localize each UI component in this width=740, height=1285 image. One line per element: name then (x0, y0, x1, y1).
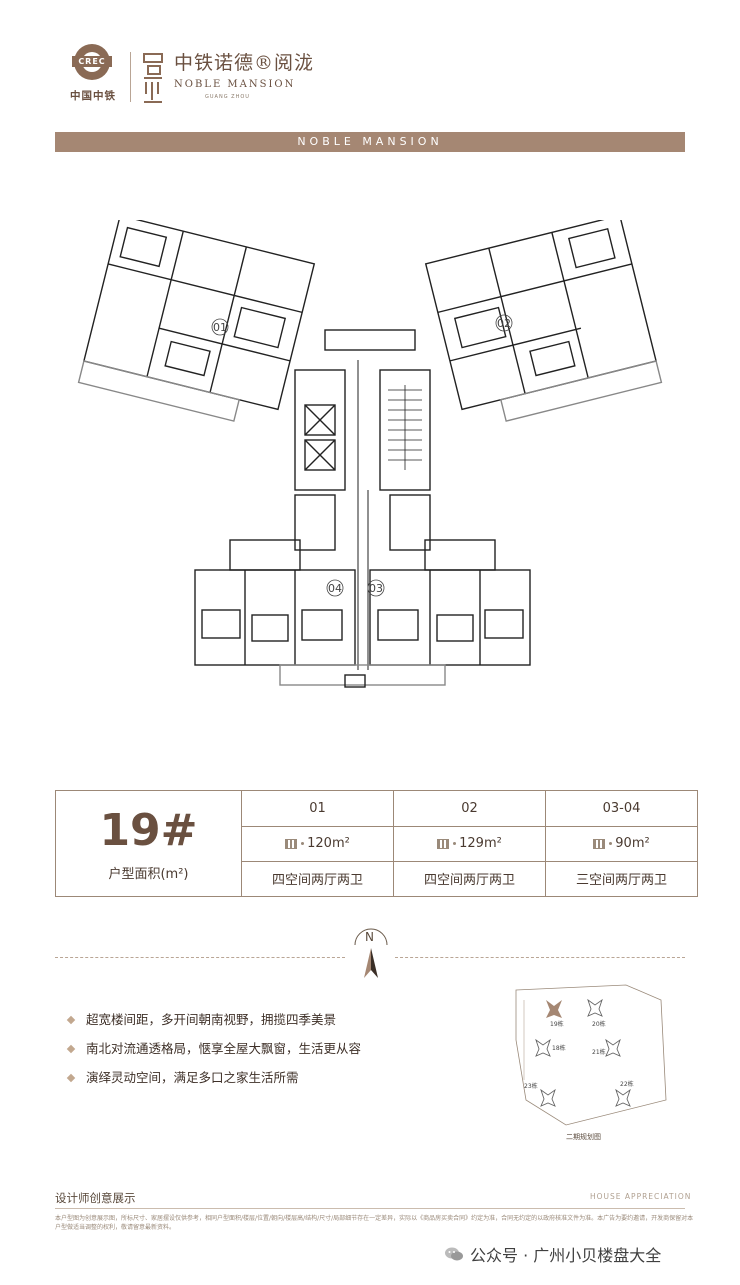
layout-02: 四空间两厅两卫 (393, 861, 545, 896)
unit-summary-table: 19# 户型面积(m²) 01 02 03-04 120m² 129m² 90m… (55, 790, 698, 897)
watermark-text: 公众号 · 广州小贝楼盘大全 (470, 1246, 662, 1265)
city-name-en: GUANG ZHOU (205, 94, 250, 100)
divider-right (395, 957, 685, 958)
svg-text:22栋: 22栋 (620, 1080, 634, 1088)
layout-01: 四空间两厅两卫 (241, 861, 393, 896)
header-divider (130, 52, 131, 102)
unit-label-01: 01 (213, 321, 227, 334)
diamond-bullet-icon (66, 1073, 76, 1082)
divider-left (55, 957, 345, 958)
svg-text:21栋: 21栋 (592, 1048, 606, 1056)
compass-north-label: N (365, 930, 374, 944)
svg-text:19栋: 19栋 (550, 1020, 564, 1028)
footer-right-text: HOUSE APPRECIATION (590, 1192, 692, 1201)
area-01: 120m² (307, 836, 350, 851)
project-name-en: NOBLE MANSION (174, 79, 296, 90)
col-unit-02: 02 (393, 791, 545, 826)
brand-seal-icon (143, 53, 163, 103)
feature-item: 南北对流通透格局，惬享全屋大飘窗，生活更从容 (66, 1038, 361, 1057)
company-emblem-icon: CREC (72, 44, 112, 80)
footer-divider (55, 1208, 685, 1209)
unit-label-04: 04 (328, 582, 342, 595)
svg-text:23栋: 23栋 (524, 1082, 538, 1090)
feature-item: 超宽楼间距，多开间朝南视野，拥揽四季美景 (66, 1009, 336, 1028)
area-icon (437, 838, 450, 849)
footer-title: 设计师创意展示 (55, 1191, 136, 1205)
area-icon (593, 838, 606, 849)
area-03-04: 90m² (615, 836, 650, 851)
diamond-bullet-icon (66, 1015, 76, 1024)
floor-plan-drawing: 01 02 03 04 (77, 220, 663, 688)
wechat-watermark: 公众号 · 广州小贝楼盘大全 (444, 1242, 661, 1266)
unit-label-02: 02 (497, 317, 511, 330)
project-name: 中铁诺德®阅泷 (174, 52, 315, 74)
feature-item: 演绎灵动空间，满足多口之家生活所需 (66, 1067, 299, 1086)
area-icon (285, 838, 298, 849)
unit-label-03: 03 (369, 582, 383, 595)
area-02: 129m² (459, 836, 502, 851)
building-caption: 户型面积(m²) (108, 867, 189, 882)
wechat-icon (445, 1247, 463, 1261)
title-banner: NOBLE MANSION (55, 132, 685, 152)
disclaimer-text: 本户型图为创意展示图，所标尺寸、家居摆设仅供参考，相同户型面积/楼层/位置/朝向… (55, 1215, 694, 1231)
layout-03-04: 三空间两厅两卫 (545, 861, 697, 896)
svg-text:20栋: 20栋 (592, 1020, 606, 1028)
site-plan-map: 19栋 20栋 18栋 21栋 23栋 22栋 二期规划图 (506, 980, 676, 1141)
diamond-bullet-icon (66, 1044, 76, 1053)
compass-icon: N (354, 928, 388, 982)
building-number: 19# (99, 805, 198, 856)
site-plan-caption: 二期规划图 (566, 1133, 601, 1141)
emblem-text: CREC (72, 56, 112, 67)
company-name: 中国中铁 (70, 90, 116, 102)
col-unit-01: 01 (241, 791, 393, 826)
svg-text:18栋: 18栋 (552, 1044, 566, 1052)
company-logo: CREC 中国中铁 (62, 44, 124, 104)
col-unit-03-04: 03-04 (545, 791, 697, 826)
